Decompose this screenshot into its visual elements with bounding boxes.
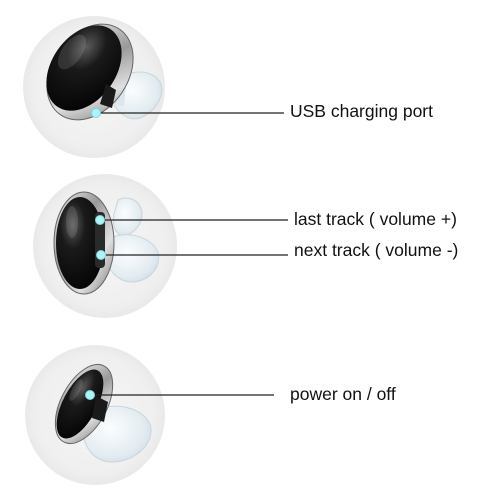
earbud-face xyxy=(56,197,104,289)
ear-tip xyxy=(113,197,143,237)
dot-icon xyxy=(91,108,101,118)
last-track-label: last track ( volume +) xyxy=(294,209,457,229)
earbud-face xyxy=(46,25,122,111)
earbud-view-middle xyxy=(33,174,288,318)
earbud-neck xyxy=(100,84,116,108)
dot-icon xyxy=(95,215,105,225)
face-highlight xyxy=(66,206,78,238)
earbud-face xyxy=(56,369,104,439)
face-highlight xyxy=(57,34,87,70)
face-highlight xyxy=(69,379,83,401)
earbud-neck xyxy=(92,396,108,422)
earbud-view-bottom xyxy=(25,345,274,485)
dot-icon xyxy=(96,250,106,260)
next-track-label: next track ( volume -) xyxy=(294,240,459,260)
earbud-view-top xyxy=(23,16,284,158)
usb-port-label: USB charging port xyxy=(290,101,433,121)
ear-tip-lower xyxy=(105,234,160,283)
power-label: power on / off xyxy=(290,384,396,404)
dot-icon xyxy=(85,390,95,400)
